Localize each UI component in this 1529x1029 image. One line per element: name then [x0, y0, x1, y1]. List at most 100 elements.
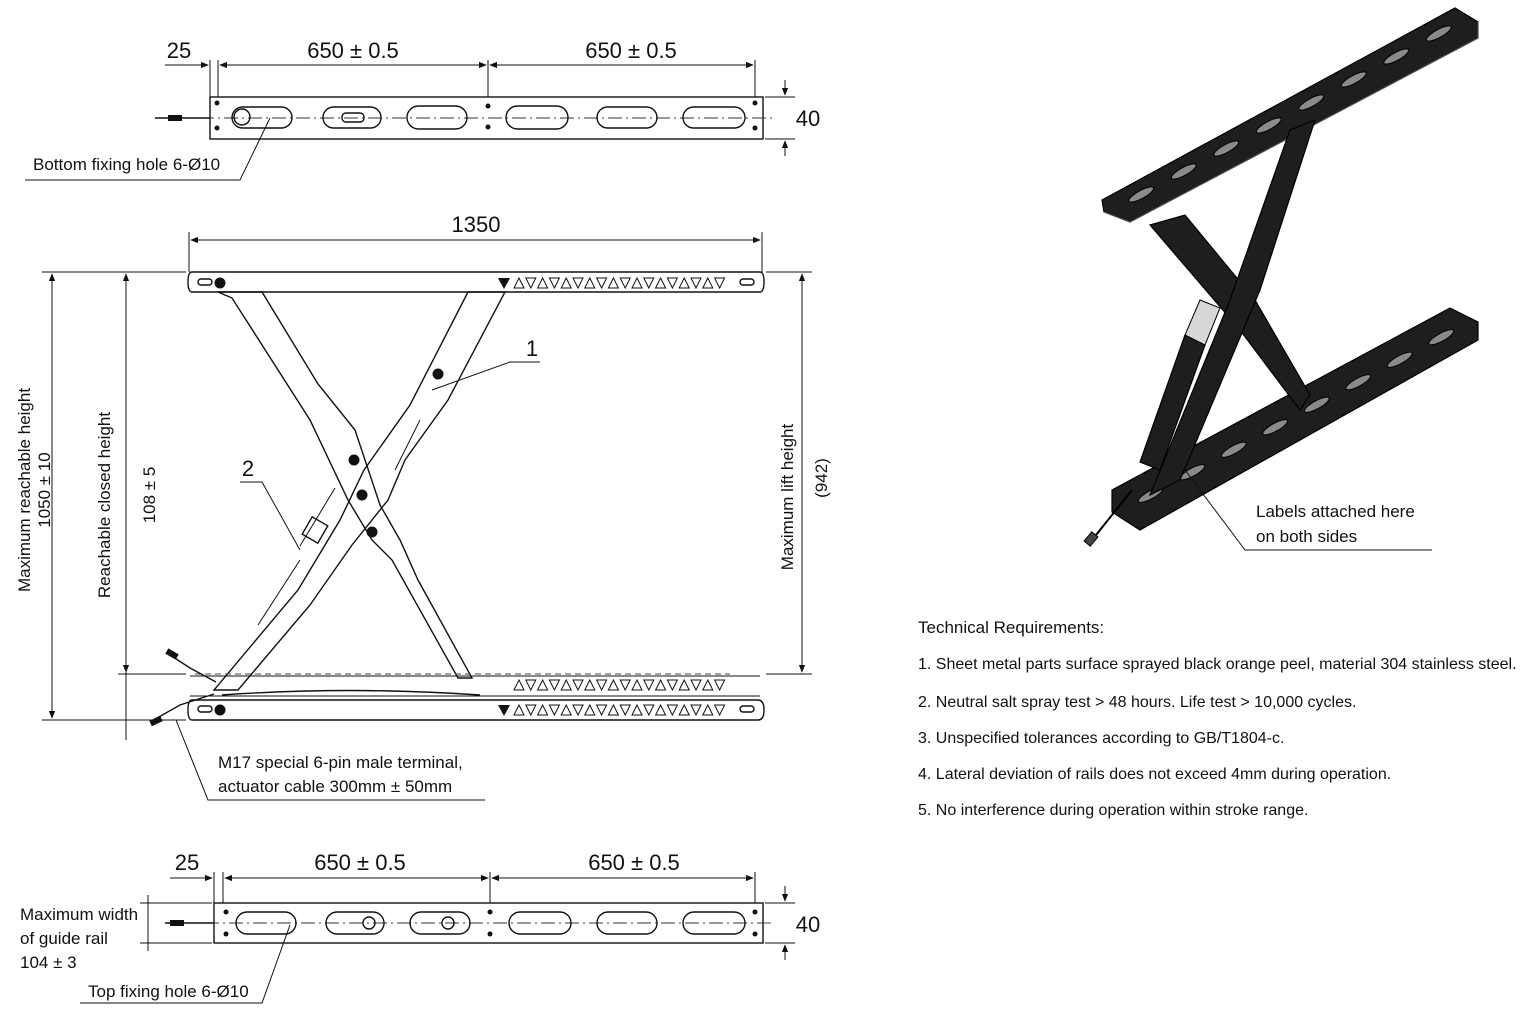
- requirements-title: Technical Requirements:: [918, 618, 1104, 637]
- iso-slot: [1345, 374, 1372, 391]
- max-lift-height-value: (942): [812, 458, 831, 498]
- vent-triangle: [631, 678, 643, 691]
- vent-triangle: [513, 678, 525, 691]
- bottom-dim-offset: 25: [175, 850, 199, 875]
- side-view: 1350 1 2: [15, 212, 831, 801]
- vent-triangle: [631, 276, 643, 289]
- vent-triangles-middle: [513, 678, 726, 692]
- max-reachable-height-label: Maximum reachable height: [15, 388, 34, 592]
- vent-triangles-bottom: [513, 703, 726, 717]
- vent-triangle: [713, 704, 726, 717]
- top-fixing-hole-callout: Top fixing hole 6-Ø10: [88, 982, 249, 1001]
- top-dim-span-1: 650 ± 0.5: [307, 38, 399, 63]
- vent-triangle: [560, 276, 573, 289]
- vent-triangle: [690, 679, 702, 692]
- vent-triangle: [666, 679, 679, 692]
- vent-triangle: [654, 703, 667, 716]
- vent-triangle: [619, 277, 632, 290]
- vent-triangle: [572, 704, 584, 717]
- technical-requirements: Technical Requirements: 1. Sheet metal p…: [918, 618, 1517, 819]
- iso-slot: [1340, 71, 1367, 88]
- iso-slot: [1262, 419, 1289, 436]
- vent-triangle: [524, 277, 537, 290]
- vent-triangle: [548, 704, 561, 717]
- requirement-item: 2. Neutral salt spray test > 48 hours. L…: [918, 694, 1356, 711]
- vent-triangle: [607, 703, 620, 716]
- vent-triangle: [560, 678, 573, 691]
- iso-slot: [1428, 329, 1455, 346]
- iso-slot: [1213, 140, 1240, 157]
- vent-triangle: [513, 703, 525, 716]
- vent-triangle: [619, 704, 632, 717]
- side-dim-length: 1350: [452, 212, 501, 237]
- vent-triangle: [583, 276, 596, 289]
- vent-triangle: [713, 679, 726, 692]
- iso-slot: [1128, 186, 1155, 203]
- max-reachable-height-value: 1050 ± 10: [35, 452, 54, 528]
- vent-triangle: [701, 703, 714, 716]
- vent-triangles-top: [513, 276, 726, 290]
- bottom-dim-span-2: 650 ± 0.5: [588, 850, 680, 875]
- requirement-item: 5. No interference during operation with…: [918, 802, 1308, 819]
- iso-slot: [1386, 351, 1413, 368]
- requirement-item: 1. Sheet metal parts surface sprayed bla…: [918, 656, 1517, 673]
- closed-height-value: 108 ± 5: [140, 467, 159, 524]
- iso-label-line2: on both sides: [1256, 527, 1357, 546]
- cable-callout-line1: M17 special 6-pin male terminal,: [218, 753, 463, 772]
- vent-triangle: [713, 277, 726, 290]
- vent-triangle: [524, 704, 537, 717]
- vent-triangle: [642, 277, 655, 290]
- part-number-1: 1: [526, 336, 538, 361]
- vent-triangle: [666, 277, 679, 290]
- isometric-view: Labels attached here on both sides: [1083, 7, 1479, 551]
- closed-height-label: Reachable closed height: [95, 412, 114, 598]
- top-dim-span-2: 650 ± 0.5: [585, 38, 677, 63]
- vent-triangle: [607, 678, 620, 691]
- vent-triangle: [572, 277, 584, 290]
- iso-slot: [1425, 25, 1452, 42]
- iso-slot: [1298, 94, 1325, 111]
- vent-triangle: [524, 679, 537, 692]
- vent-triangle: [548, 277, 561, 290]
- vent-triangle: [619, 679, 632, 692]
- vent-triangle: [701, 678, 714, 691]
- vent-triangle: [513, 276, 525, 289]
- vent-triangle: [572, 679, 584, 692]
- vent-triangle: [607, 276, 620, 289]
- cable-callout-line2: actuator cable 300mm ± 50mm: [218, 777, 452, 796]
- part-number-2: 2: [242, 456, 254, 481]
- vent-triangle: [678, 276, 691, 289]
- iso-slot: [1383, 48, 1410, 65]
- vent-triangle: [678, 678, 691, 691]
- iso-top-rail-slots: [1128, 25, 1452, 203]
- vent-triangle: [583, 703, 596, 716]
- vent-triangle: [583, 678, 596, 691]
- bottom-view: 25 650 ± 0.5 650 ± 0.5 40 Maximum width …: [20, 850, 820, 1004]
- vent-triangle: [701, 276, 714, 289]
- vent-triangle: [654, 276, 667, 289]
- vent-triangle: [536, 276, 549, 289]
- guide-rail-width-line2: of guide rail: [20, 929, 108, 948]
- bottom-dim-span-1: 650 ± 0.5: [314, 850, 406, 875]
- vent-triangle: [595, 277, 608, 290]
- iso-slot: [1220, 441, 1247, 458]
- vent-triangle: [560, 703, 573, 716]
- vent-triangle: [548, 679, 561, 692]
- guide-rail-width-line1: Maximum width: [20, 905, 138, 924]
- vent-triangle: [631, 703, 643, 716]
- vent-triangle: [690, 704, 702, 717]
- vent-triangle: [536, 703, 549, 716]
- max-lift-height-label: Maximum lift height: [778, 424, 797, 571]
- iso-slot: [1303, 396, 1330, 413]
- vent-triangle: [642, 679, 655, 692]
- vent-triangle: [536, 678, 549, 691]
- top-dim-offset: 25: [167, 38, 191, 63]
- iso-slot: [1170, 163, 1197, 180]
- iso-label-line1: Labels attached here: [1256, 502, 1415, 521]
- requirement-item: 3. Unspecified tolerances according to G…: [918, 730, 1284, 747]
- vent-triangle: [678, 703, 691, 716]
- bottom-dim-height: 40: [796, 912, 820, 937]
- guide-rail-width-line3: 104 ± 3: [20, 953, 77, 972]
- vent-triangle: [654, 678, 667, 691]
